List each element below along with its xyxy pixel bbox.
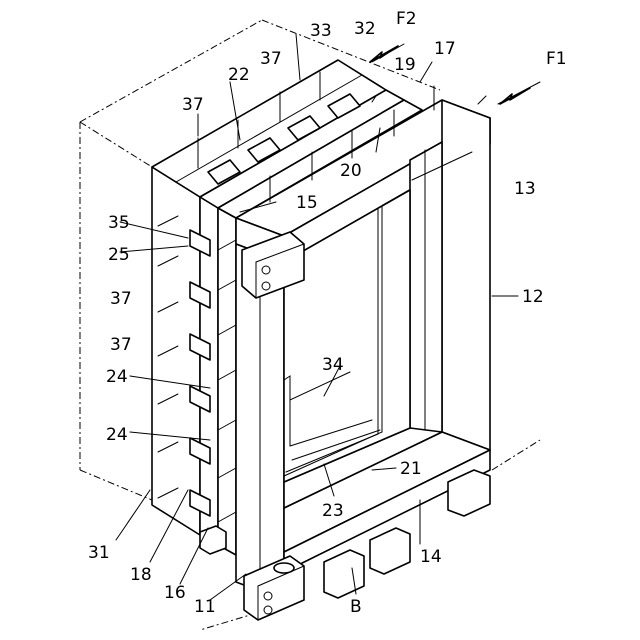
label-F2: F2: [396, 9, 417, 29]
label-22: 22: [228, 65, 250, 85]
label-37-side-upper: 37: [110, 289, 132, 309]
label-24-upper: 24: [106, 367, 128, 387]
frame-left-post: [236, 244, 284, 600]
label-31: 31: [88, 543, 110, 563]
label-13: 13: [514, 179, 536, 199]
label-11: 11: [194, 597, 216, 617]
label-32: 32: [354, 19, 376, 39]
label-34: 34: [322, 355, 344, 375]
label-33: 33: [310, 21, 332, 41]
label-37-side-lower: 37: [110, 335, 132, 355]
label-18: 18: [130, 565, 152, 585]
label-24-lower: 24: [106, 425, 128, 445]
frame-right-post: [410, 100, 490, 450]
label-F1: F1: [546, 49, 567, 69]
label-37-top-mid: 37: [260, 49, 282, 69]
label-17: 17: [434, 39, 456, 59]
label-15: 15: [296, 193, 318, 213]
label-20: 20: [340, 161, 362, 181]
label-12: 12: [522, 287, 544, 307]
label-19: 19: [394, 55, 416, 75]
label-14: 14: [420, 547, 442, 567]
label-B: B: [350, 597, 362, 617]
label-37-top-left: 37: [182, 95, 204, 115]
label-21: 21: [400, 459, 422, 479]
label-25: 25: [108, 245, 130, 265]
label-35: 35: [108, 213, 130, 233]
label-16: 16: [164, 583, 186, 603]
label-23: 23: [322, 501, 344, 521]
